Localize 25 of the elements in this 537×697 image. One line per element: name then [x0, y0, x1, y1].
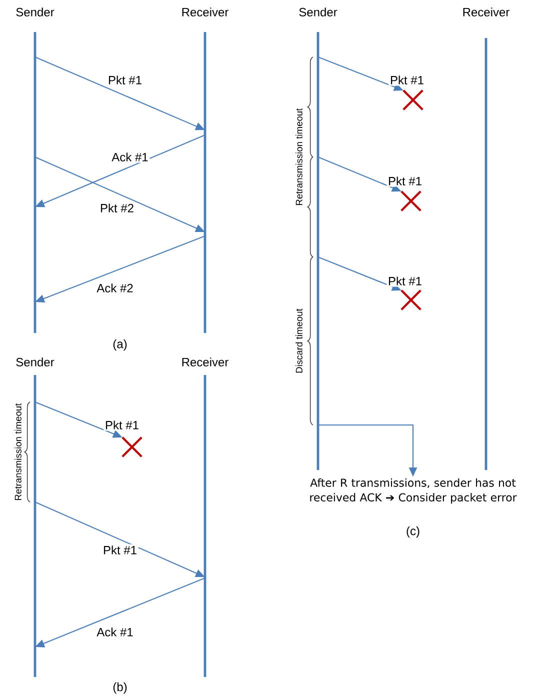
edge-label: Ack #1 — [95, 626, 135, 638]
edge-label: Pkt #1 — [388, 74, 426, 86]
lifeline: Receiver — [182, 8, 228, 333]
edge-label: Ack #1 — [110, 151, 150, 163]
edge-label: Pkt #1 — [386, 275, 424, 287]
panel-label: (c) — [406, 526, 420, 538]
edge-label: Pkt #2 — [98, 202, 136, 214]
brace-label: Discard timeout — [296, 308, 302, 373]
panel-label: (a) — [113, 339, 127, 351]
edge-label: Pkt #1 — [386, 175, 424, 187]
edge-label: Pkt #1 — [102, 544, 138, 556]
lifeline: Sender — [16, 8, 54, 333]
edge-label: Pkt #1 — [104, 419, 140, 431]
lifeline: Receiver — [463, 8, 510, 470]
cross-mark — [400, 190, 422, 212]
note-text: After R transmissions, sender has not received ACK ➔ Consider packet error — [310, 478, 517, 504]
edge-label: Ack #2 — [95, 282, 135, 294]
edge-label: Pkt #1 — [106, 74, 144, 86]
brace-label: Retransmission timeout — [14, 403, 22, 500]
panel-label: (b) — [113, 682, 127, 694]
cross-mark — [400, 289, 422, 311]
cross-mark — [121, 436, 143, 458]
brace-label: Retransmission timeout — [296, 108, 302, 205]
lifeline: Receiver — [182, 358, 228, 677]
cross-mark — [402, 89, 424, 111]
